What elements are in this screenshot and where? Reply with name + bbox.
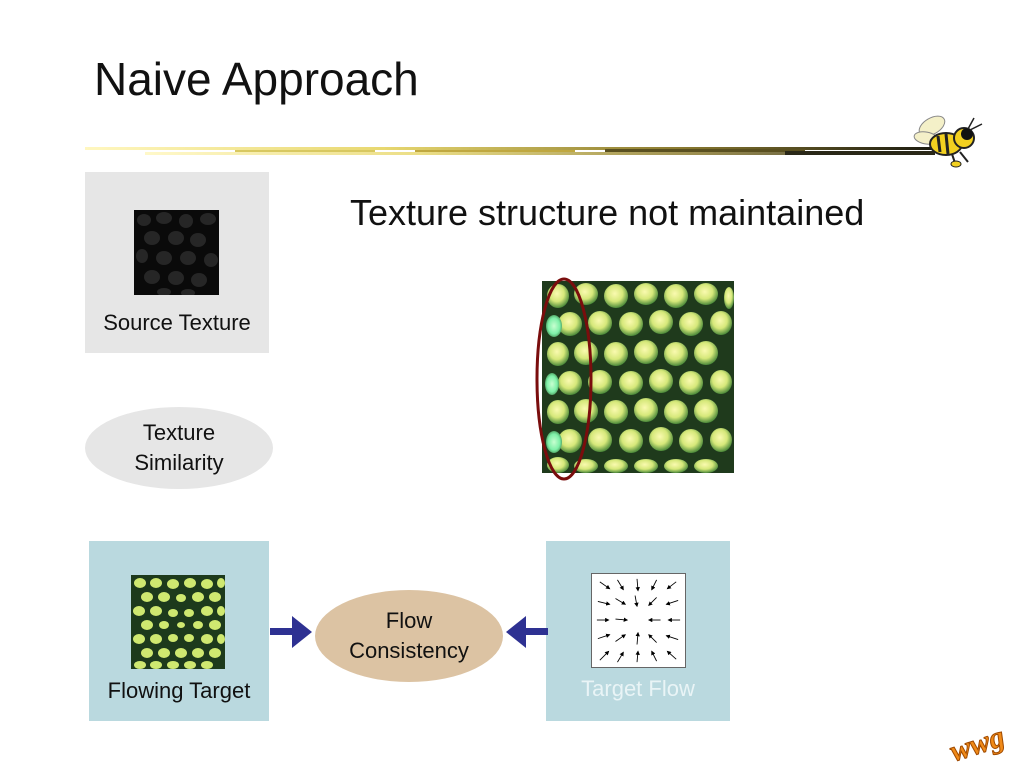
yellow-jacket-bee-icon xyxy=(913,115,983,168)
slide-title: Naive Approach xyxy=(94,53,419,105)
highlight-oval xyxy=(535,277,593,481)
flow-consistency-ellipse: Flow Consistency xyxy=(315,590,503,682)
result-texture-image xyxy=(535,277,734,481)
target-flow-label: Target Flow xyxy=(581,676,695,701)
wwg-logo-icon: wwg xyxy=(945,719,1009,766)
source-texture-label: Source Texture xyxy=(103,310,251,335)
flowing-target-label: Flowing Target xyxy=(107,678,251,703)
flow-consistency-line1: Flow xyxy=(385,608,433,633)
target-flow-box: Target Flow xyxy=(546,541,730,721)
texture-similarity-line2: Similarity xyxy=(134,450,224,475)
slide-headline: Texture structure not maintained xyxy=(350,192,865,233)
source-texture-image xyxy=(134,210,219,295)
flowing-target-box: Flowing Target xyxy=(89,541,269,721)
svg-text:wwg: wwg xyxy=(946,720,1009,766)
title-rule-line xyxy=(85,147,935,155)
target-flow-field-image xyxy=(591,573,686,668)
flowing-target-image xyxy=(131,575,225,669)
left-arrow-icon xyxy=(506,616,548,648)
flow-consistency-line2: Consistency xyxy=(349,638,469,663)
texture-similarity-line1: Texture xyxy=(142,420,216,445)
texture-similarity-ellipse: Texture Similarity xyxy=(85,407,273,489)
right-arrow-icon xyxy=(270,616,312,648)
